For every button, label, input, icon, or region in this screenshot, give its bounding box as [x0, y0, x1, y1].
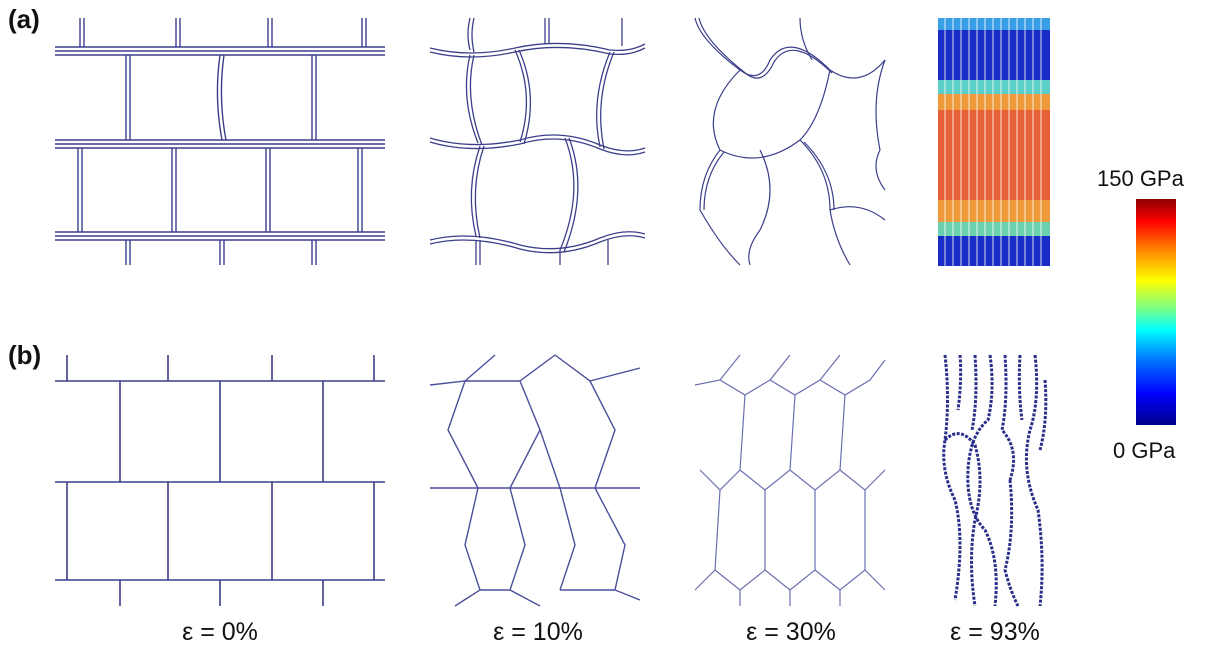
colorbar — [1136, 199, 1176, 425]
wall-bundle — [55, 18, 385, 265]
row-b-strain-10 — [430, 355, 640, 606]
row-a-strain-0 — [55, 18, 385, 265]
strain-label-0: ε = 0% — [140, 618, 300, 647]
row-a-strain-10 — [430, 18, 645, 265]
colorbar-max-label: 150 GPa — [1097, 166, 1184, 192]
row-b-strain-30 — [695, 355, 885, 606]
row-b-strain-0 — [55, 355, 385, 606]
strain-label-30: ε = 30% — [711, 618, 871, 647]
colorbar-min-label: 0 GPa — [1113, 438, 1175, 464]
row-a-strain-93-stress-map — [938, 18, 1050, 266]
strain-label-10: ε = 10% — [458, 618, 618, 647]
row-a-strain-30 — [695, 18, 885, 265]
row-b-strain-93 — [944, 355, 1046, 606]
strain-label-93: ε = 93% — [915, 618, 1075, 647]
